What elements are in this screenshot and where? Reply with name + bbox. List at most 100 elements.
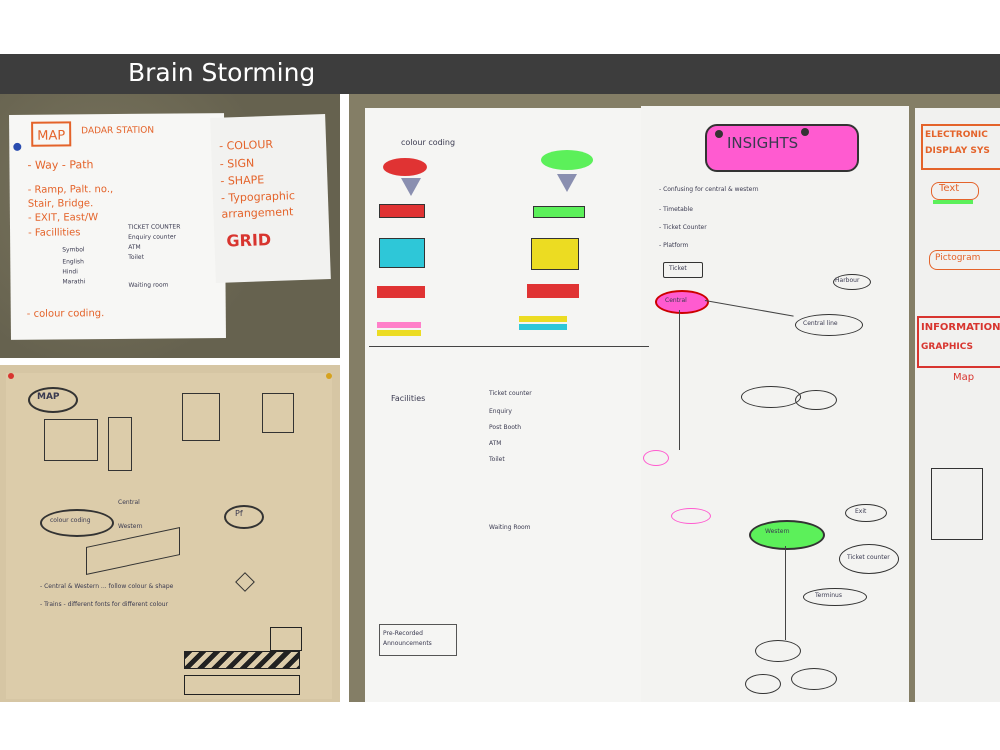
cyan-yellow-band: [519, 316, 567, 322]
cyan-rect: [379, 238, 425, 268]
sketch-sheet: [6, 373, 332, 699]
photo-top-left: MAP DADAR STATION - Way - Path - Ramp, P…: [0, 94, 340, 358]
sketch-note: - Central & Western ... follow colour & …: [40, 583, 174, 590]
insight-line: - Platform: [659, 242, 689, 249]
hazard-stripe-sign: [184, 651, 300, 669]
machine-sketch: [262, 393, 294, 433]
map-box: MAP: [31, 121, 72, 147]
facility-note: ATM: [128, 243, 141, 251]
node-small: [745, 674, 781, 694]
sketch-label: Western: [118, 523, 143, 530]
pushpin-icon: [326, 373, 332, 379]
red-rect: [379, 204, 425, 218]
insight-line: - Timetable: [659, 206, 693, 213]
edge-label: DISPLAY SYS: [925, 146, 990, 156]
red-ellipse: [383, 158, 427, 176]
sheet1-item: - Way - Path: [27, 158, 94, 172]
facilities-label: Facilities: [391, 394, 426, 403]
note-box: [379, 624, 457, 656]
node-label: Ticket: [669, 265, 687, 272]
node-small: [671, 508, 711, 524]
pushpin-icon: [8, 373, 14, 379]
connector-line: [785, 546, 786, 640]
sheet1-item: - EXIT, East/W: [27, 212, 99, 224]
edge-box-information: [917, 316, 1000, 368]
station-label: DADAR STATION: [81, 125, 155, 137]
sheet-design-elements: - COLOUR - SIGN - SHAPE - Typographic ar…: [210, 114, 331, 283]
green-underline: [933, 200, 973, 204]
language-note: Marathi: [62, 278, 86, 286]
insight-line: - Confusing for central & western: [659, 186, 759, 193]
colour-coding-header: colour coding: [401, 138, 456, 147]
language-note: Symbol: [62, 246, 85, 254]
edge-label: Pictogram: [935, 253, 981, 263]
sheet1-item: - Ramp, Palt. no.,: [27, 184, 114, 196]
yellow-rect: [531, 238, 579, 270]
down-arrow-icon: [401, 178, 421, 196]
grid-label: GRID: [226, 230, 272, 251]
sheet2-item: arrangement: [221, 205, 294, 221]
divider-line: [369, 346, 649, 347]
node-label: Harbour: [835, 277, 860, 284]
edge-label: ELECTRONIC: [925, 130, 988, 140]
edge-label: Text: [939, 183, 960, 194]
facility-item: Enquiry: [489, 408, 512, 415]
chart-sheet-left: [365, 108, 651, 702]
sheet1-item: - Facillities: [28, 227, 81, 239]
colour-coding-note: - colour coding.: [26, 308, 105, 320]
totem-sketch: [108, 417, 132, 471]
insights-title: INSIGHTS: [727, 134, 799, 152]
pushpin-icon: [715, 130, 723, 138]
page-title: Brain Storming: [128, 58, 316, 87]
bottom-note: Announcements: [383, 640, 432, 647]
pf-cloud: [224, 505, 264, 529]
sheet2-item: - Typographic: [220, 189, 296, 205]
node-ticket-counter: [839, 544, 899, 574]
panel-sketch: [182, 393, 220, 441]
facility-note: Toilet: [128, 253, 145, 261]
node-harbour: [833, 274, 871, 290]
facility-note: Enquiry counter: [128, 233, 177, 241]
sketch-label: Pf: [235, 509, 243, 518]
sheet2-item: - SIGN: [219, 156, 255, 171]
node-label: Terminus: [815, 592, 842, 599]
facility-note: TICKET COUNTER: [127, 223, 181, 231]
facility-item: Post Booth: [489, 424, 522, 431]
facility-item: ATM: [489, 440, 502, 447]
node-label: Ticket counter: [847, 554, 890, 561]
pushpin-icon: [13, 142, 22, 151]
edge-label: INFORMATION: [921, 322, 1000, 333]
edge-box-pictogram: [929, 250, 1000, 270]
node-label: Exit: [855, 508, 867, 515]
sketch-note: - Trains - different fonts for different…: [40, 601, 169, 608]
facility-item: Ticket counter: [489, 390, 532, 397]
sketch-label: colour coding: [50, 517, 91, 524]
edge-label: Map: [953, 372, 975, 383]
node-central-line: [795, 314, 863, 336]
sheet1-item: Stair, Bridge.: [27, 198, 94, 210]
pink-yellow-band: [377, 322, 421, 328]
facility-item: Waiting Room: [489, 524, 531, 531]
map-cloud: [28, 387, 78, 413]
cyan-band: [519, 324, 567, 330]
node-label: Western: [765, 528, 790, 535]
photo-right: colour coding Facilities Ticket counter …: [349, 94, 1000, 702]
green-rect: [533, 206, 585, 218]
node-small: [643, 450, 669, 466]
chart-sheet-edge: [915, 108, 1000, 702]
language-note: English: [62, 258, 85, 266]
sign-board-sketch: [44, 419, 98, 461]
arrow-sign-sketch: [184, 675, 300, 695]
facility-item: Toilet: [489, 456, 505, 463]
red-band-right: [527, 284, 579, 298]
node-small: [795, 390, 837, 410]
node-small: [755, 640, 801, 662]
insights-badge: [705, 124, 859, 172]
node-label: Central line: [803, 320, 838, 327]
red-band: [377, 286, 425, 298]
pushpin-icon: [801, 128, 809, 136]
edge-box-text: [931, 182, 979, 200]
western-node: [749, 520, 825, 550]
title-bar: Brain Storming: [0, 54, 1000, 94]
platform-sign-sketch: [270, 627, 302, 651]
